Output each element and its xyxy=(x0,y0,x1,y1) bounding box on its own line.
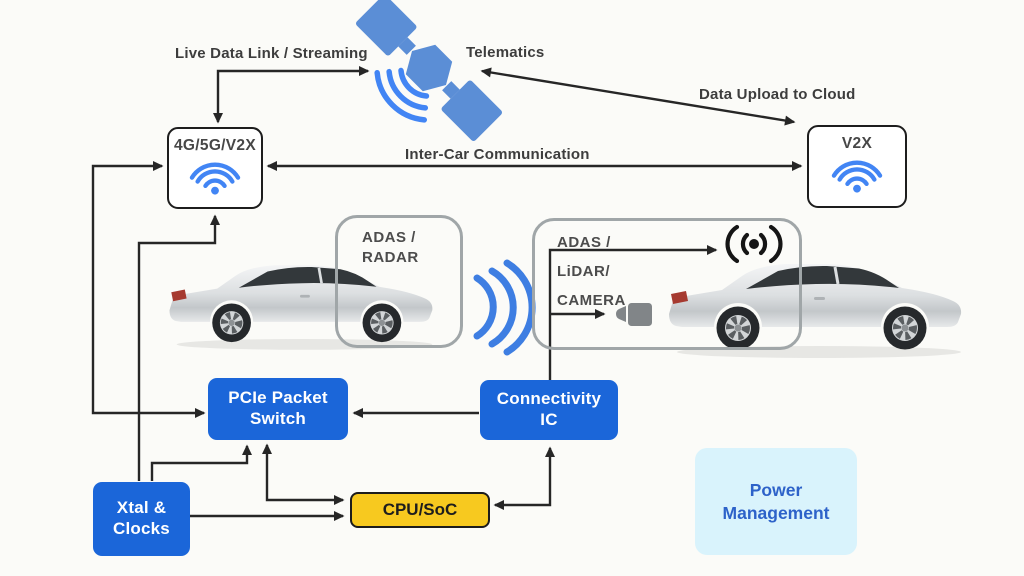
chip-xtal-clocks: Xtal & Clocks xyxy=(93,482,190,556)
camera-icon xyxy=(616,303,652,326)
connector-xtal-cellular xyxy=(137,214,220,481)
adas-radar-line1: ADAS / xyxy=(362,229,416,246)
adas-lidar-line2: LiDAR/ xyxy=(557,263,610,280)
node-4g-5g-v2x-label: 4G/5G/V2X xyxy=(174,137,256,154)
adas-lidar-line1: ADAS / xyxy=(557,234,611,251)
cpu-soc-label: CPU/SoC xyxy=(382,500,458,519)
connectivity-line2: IC xyxy=(540,410,558,429)
connector-cellular-pcie xyxy=(91,161,206,418)
broadcast-antenna-icon xyxy=(725,224,783,264)
connectivity-line1: Connectivity xyxy=(496,389,602,409)
power-line2: Management xyxy=(722,502,830,523)
connector-pcie-cpu xyxy=(262,443,345,505)
xtal-line2: Clocks xyxy=(113,519,170,538)
connector-live-data-link xyxy=(213,66,370,124)
label-inter-car: Inter-Car Communication xyxy=(405,146,590,163)
sensor-box-adas-lidar-camera: ADAS / LiDAR/ CAMERA xyxy=(532,218,802,350)
pcie-line1: PCIe Packet xyxy=(228,388,328,408)
wifi-icon xyxy=(831,160,883,193)
node-v2x-label: V2X xyxy=(841,135,873,152)
chip-pcie-packet-switch: PCIe Packet Switch xyxy=(208,378,348,440)
label-data-upload: Data Upload to Cloud xyxy=(699,86,856,103)
label-live-data-link: Live Data Link / Streaming xyxy=(175,45,368,62)
connector-xtal-pcie xyxy=(150,444,252,481)
pcie-line2: Switch xyxy=(250,409,306,428)
node-4g-5g-v2x: 4G/5G/V2X xyxy=(167,127,263,209)
wifi-icon xyxy=(189,162,241,195)
connector-telematics-cloud xyxy=(480,67,796,126)
adas-radar-line2: RADAR xyxy=(362,249,419,266)
node-v2x: V2X xyxy=(807,125,907,208)
power-line1: Power xyxy=(749,479,803,500)
satellite-icon xyxy=(355,0,503,142)
xtal-line1: Xtal & xyxy=(116,498,167,518)
chip-cpu-soc: CPU/SoC xyxy=(350,492,490,528)
connector-cpu-connectivity xyxy=(493,446,555,510)
signal-waves-icon xyxy=(473,259,536,356)
adas-lidar-line3: CAMERA xyxy=(557,292,626,309)
chip-power-management: Power Management xyxy=(695,448,857,555)
sensor-box-adas-radar: ADAS / RADAR xyxy=(335,215,463,348)
chip-connectivity-ic: Connectivity IC xyxy=(480,380,618,440)
label-telematics: Telematics xyxy=(466,44,545,61)
